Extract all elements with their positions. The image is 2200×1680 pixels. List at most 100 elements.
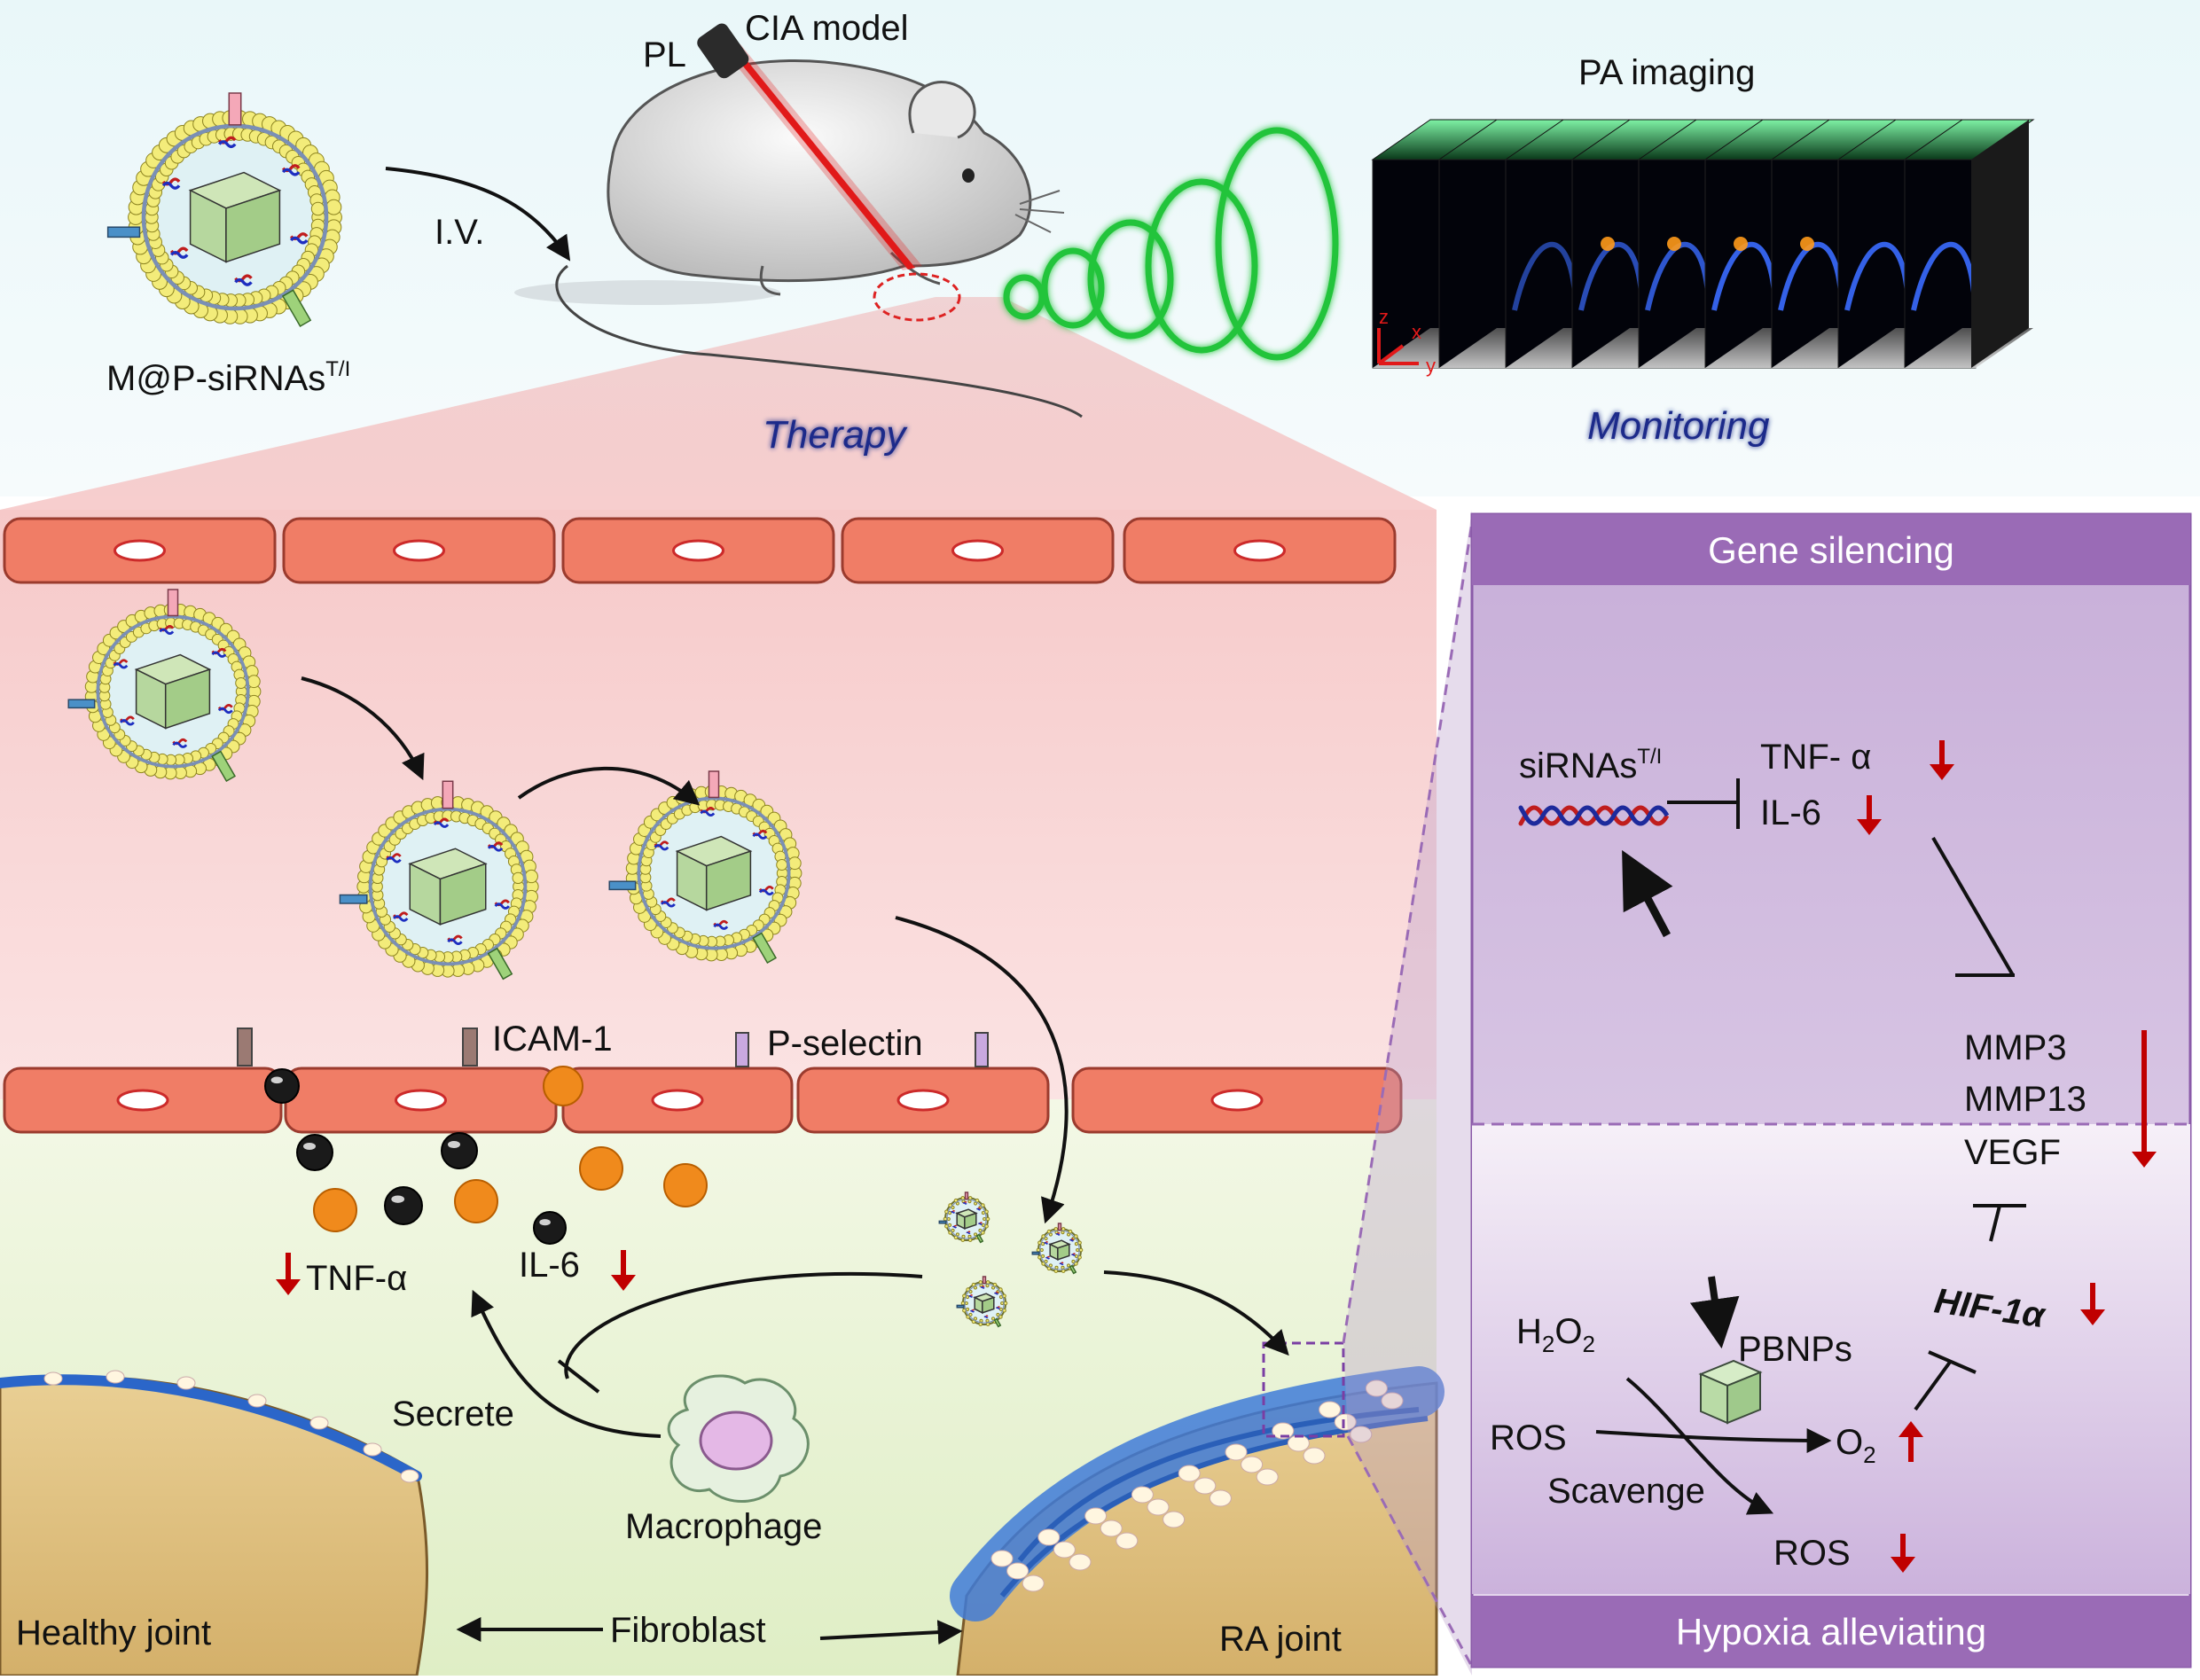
cell-nucleus	[395, 1089, 447, 1112]
receptor-markers	[237, 1028, 989, 1067]
mechanism-panel	[1342, 510, 2192, 1676]
nucleus	[1116, 1532, 1139, 1550]
highlight	[391, 1195, 405, 1203]
nucleus	[1381, 1392, 1404, 1410]
gene-silencing-header	[1472, 514, 2190, 585]
sirnas-label: siRNAsT/I	[1519, 745, 1662, 785]
nucleus	[990, 1550, 1014, 1567]
mouse-illustration	[514, 59, 1083, 418]
pa-imaging-label: PA imaging	[1578, 53, 1755, 92]
tnf-cytokine	[264, 1068, 300, 1104]
il6-cytokine	[663, 1163, 708, 1207]
route-label: I.V.	[435, 213, 484, 252]
axis-x	[1377, 344, 1405, 365]
nucleus	[400, 1469, 419, 1483]
helix-strand-blue	[1518, 805, 1670, 826]
pa-signal	[1645, 241, 1711, 311]
stack-side	[1971, 120, 2029, 368]
therapy-label: Therapy	[763, 413, 908, 457]
nucleus	[1365, 1379, 1388, 1397]
nucleus	[1022, 1575, 1045, 1592]
cell-nucleus	[1233, 539, 1286, 562]
nucleus	[1287, 1434, 1310, 1452]
tnf-label: TNF-α	[306, 1259, 407, 1298]
nucleus	[1303, 1447, 1326, 1465]
down-arrow-icon	[1891, 1534, 1915, 1573]
pbnp-cube	[1698, 1359, 1763, 1425]
cell-nucleus	[651, 1089, 704, 1112]
nucleus	[1084, 1507, 1108, 1525]
helix-strand-red	[1518, 805, 1670, 826]
nucleus	[1350, 1426, 1373, 1443]
nucleus	[176, 1376, 196, 1390]
nucleus	[1194, 1477, 1217, 1495]
zoom-triangle	[0, 297, 1437, 510]
nucleus	[363, 1442, 382, 1457]
cell-nucleus	[896, 1089, 950, 1112]
pbnps-label: PBNPs	[1738, 1330, 1852, 1369]
model-label: CIA model	[745, 9, 909, 48]
tnf-cytokine	[441, 1132, 478, 1169]
down-arrow-icon	[276, 1253, 301, 1295]
pa-signal	[1911, 241, 1977, 311]
frame-face	[1505, 159, 1578, 369]
panel-tnf-label: TNF- α	[1760, 738, 1871, 777]
nucleus	[1209, 1489, 1232, 1507]
gene-silencing-title: Gene silencing	[1708, 529, 1954, 571]
paw-highlight	[873, 272, 961, 322]
nucleus	[1178, 1465, 1201, 1482]
panel-arrows	[1595, 778, 2026, 1515]
hypoxia-header	[1472, 1596, 2190, 1667]
cell-nucleus	[393, 539, 445, 562]
change-indicators	[276, 740, 2157, 1573]
cell-nucleus	[672, 539, 724, 562]
highlight	[303, 1143, 316, 1150]
laser-beam	[697, 23, 922, 270]
nucleus	[1100, 1520, 1123, 1537]
o2-label: O2	[1836, 1423, 1876, 1468]
tnf-cytokine	[296, 1134, 333, 1171]
nucleus	[1225, 1443, 1248, 1461]
scavenge-label: Scavenge	[1547, 1472, 1705, 1511]
nanoparticle	[67, 589, 262, 783]
down-arrow-icon	[2132, 1030, 2157, 1168]
pa-hotspot	[1667, 237, 1681, 251]
text-labels: M@P-siRNAsT/I I.V. PL CIA model Therapy …	[16, 9, 2086, 1659]
nucleus	[1006, 1562, 1030, 1580]
pa-hotspot	[1800, 237, 1814, 251]
nanoparticle	[938, 1192, 990, 1244]
nanoparticle	[339, 780, 539, 981]
up-arrow-icon	[1899, 1421, 1923, 1462]
axis-z-label: z	[1379, 306, 1389, 328]
il6-cytokine	[313, 1188, 357, 1232]
nanoparticle	[106, 92, 342, 328]
down-arrow-icon	[611, 1250, 636, 1291]
vessel-wall-upper	[3, 517, 1397, 584]
zoom-box	[1262, 1341, 1345, 1438]
fibroblast-nuclei	[43, 1370, 1404, 1592]
monitoring-label: Monitoring	[1587, 404, 1770, 448]
ros-reactant-label: ROS	[1490, 1418, 1567, 1457]
nanoparticle	[608, 770, 802, 965]
nucleus	[43, 1371, 63, 1386]
pa-hotspot	[1601, 237, 1615, 251]
nucleus	[1319, 1401, 1342, 1418]
nucleus	[247, 1394, 267, 1408]
pa-image-stack	[1371, 119, 2035, 369]
cell-nucleus	[951, 539, 1004, 562]
il6-cytokine	[579, 1146, 623, 1191]
nucleus	[1147, 1498, 1170, 1516]
axis-y-label: y	[1426, 355, 1436, 377]
nucleus	[1131, 1486, 1154, 1504]
icam-label: ICAM-1	[492, 1020, 613, 1059]
nucleus	[106, 1370, 125, 1384]
highlight	[270, 1076, 283, 1084]
ros-product-label: ROS	[1773, 1534, 1851, 1573]
cell-nucleus	[1210, 1089, 1264, 1112]
cell-nucleus	[114, 539, 166, 562]
frame-face	[1372, 159, 1444, 369]
nucleus	[1163, 1511, 1186, 1528]
down-arrow-icon	[1857, 795, 1882, 835]
